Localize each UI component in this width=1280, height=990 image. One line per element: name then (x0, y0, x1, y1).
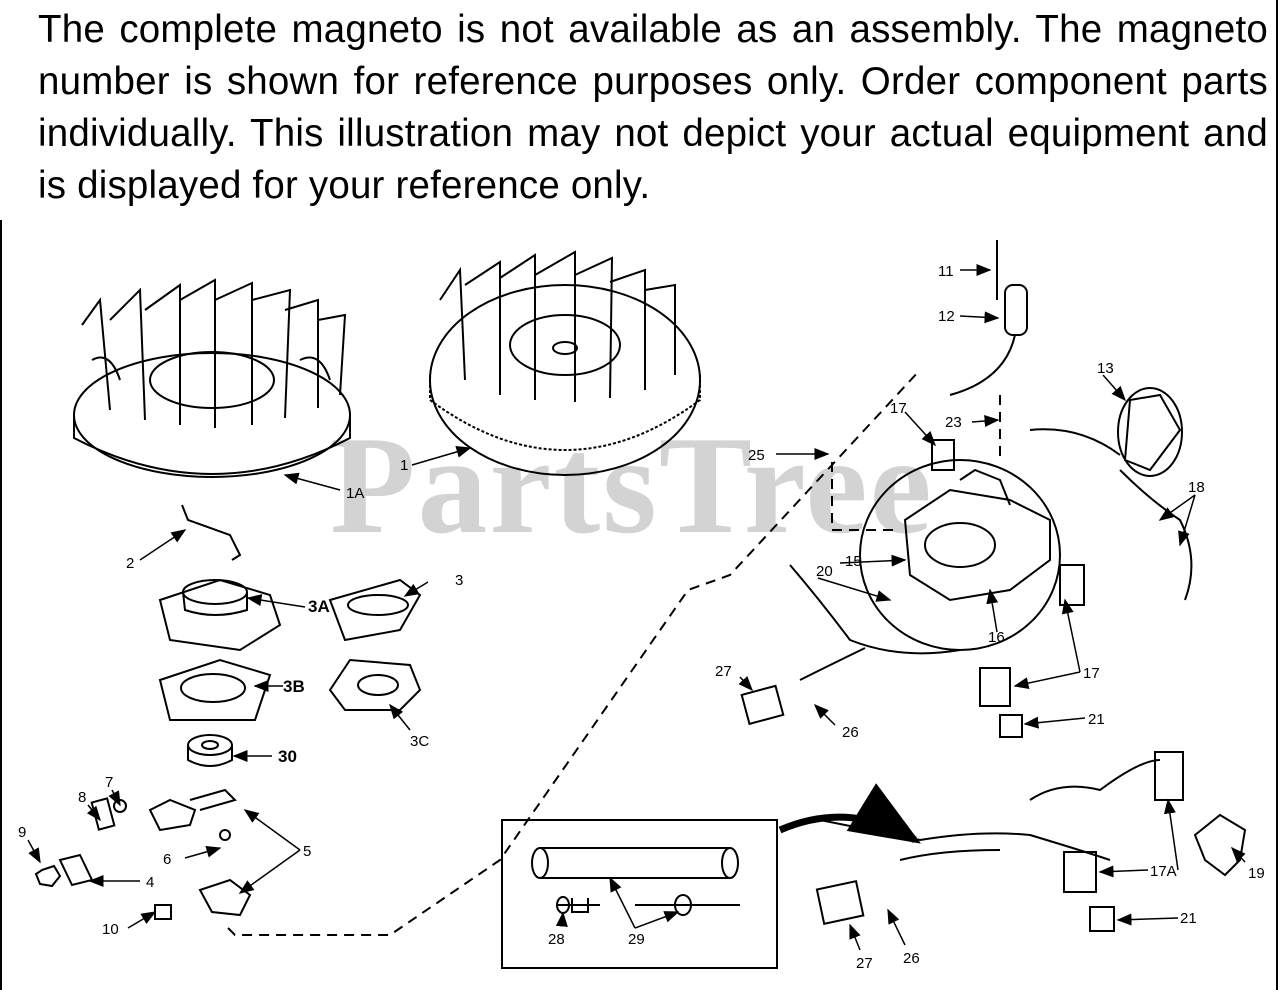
callout-26-lower: 26 (903, 950, 920, 967)
callout-23: 23 (945, 414, 962, 431)
callout-11: 11 (938, 263, 954, 280)
callout-27-lower: 27 (856, 955, 873, 972)
callout-18: 18 (1188, 479, 1205, 496)
callout-29: 29 (628, 931, 645, 948)
callout-5: 5 (303, 843, 311, 860)
pad-17-lower (979, 667, 1011, 707)
callout-8: 8 (78, 789, 86, 806)
callout-6: 6 (163, 851, 171, 868)
callout-17-upper: 17 (890, 400, 907, 417)
pad-17a-lower (1063, 851, 1097, 893)
callout-19: 19 (1248, 865, 1265, 882)
plate-3 (328, 578, 422, 642)
callout-20: 20 (816, 563, 833, 580)
callout-27-upper: 27 (715, 663, 732, 680)
callout-1: 1 (400, 457, 408, 474)
callout-16: 16 (988, 629, 1005, 646)
part-3c (328, 658, 422, 711)
spark-boot-19 (1193, 813, 1247, 877)
callout-15: 15 (845, 553, 862, 570)
callout-4: 4 (146, 874, 154, 891)
flywheel-1 (429, 250, 701, 476)
wire-18 (1119, 469, 1193, 601)
reference-dashed-lines (227, 369, 1001, 936)
disclaimer-notice: The complete magneto is not available as… (38, 8, 1268, 207)
plate-3b (158, 658, 272, 721)
callout-17-right: 17 (1083, 665, 1100, 682)
callout-3c: 3C (410, 733, 429, 750)
callout-28: 28 (548, 931, 565, 948)
pad-17-upper (931, 439, 955, 471)
callout-10: 10 (102, 921, 119, 938)
callout-13: 13 (1097, 360, 1114, 377)
housing-3a (158, 578, 282, 652)
callout-7: 7 (105, 774, 113, 791)
callout-21-lower: 21 (1180, 910, 1197, 927)
clip-2 (181, 504, 242, 561)
callout-25: 25 (748, 447, 765, 464)
wire-harness-lower (819, 759, 1161, 861)
callout-1a: 1A (346, 485, 364, 502)
pad-21-upper (999, 714, 1023, 738)
pad-21-lower (1089, 906, 1115, 932)
callout-26-upper: 26 (842, 724, 859, 741)
callout-21-upper: 21 (1088, 711, 1105, 728)
inset-box (501, 819, 778, 969)
callout-12: 12 (938, 308, 955, 325)
callout-30: 30 (278, 747, 297, 766)
callout-3: 3 (455, 572, 463, 589)
pad-17-right (1059, 564, 1085, 606)
flywheel-1a (73, 278, 351, 478)
tube-28-29 (531, 847, 740, 916)
coil-13 (1029, 387, 1183, 477)
leader-lines (27, 264, 1246, 951)
points-assembly (34, 788, 252, 920)
connector-27-lower (815, 880, 865, 925)
callout-3a: 3A (308, 597, 330, 616)
armature-15-16 (859, 459, 1061, 651)
callout-2: 2 (126, 555, 134, 572)
condenser-12 (949, 240, 1028, 396)
inset-arrow (778, 783, 921, 844)
bushing-30 (187, 734, 233, 767)
wire-harness-upper (789, 564, 961, 681)
callout-17a: 17A (1150, 863, 1177, 880)
callout-3b: 3B (283, 677, 305, 696)
callout-9: 9 (18, 824, 26, 841)
connector-27-upper (740, 684, 785, 726)
